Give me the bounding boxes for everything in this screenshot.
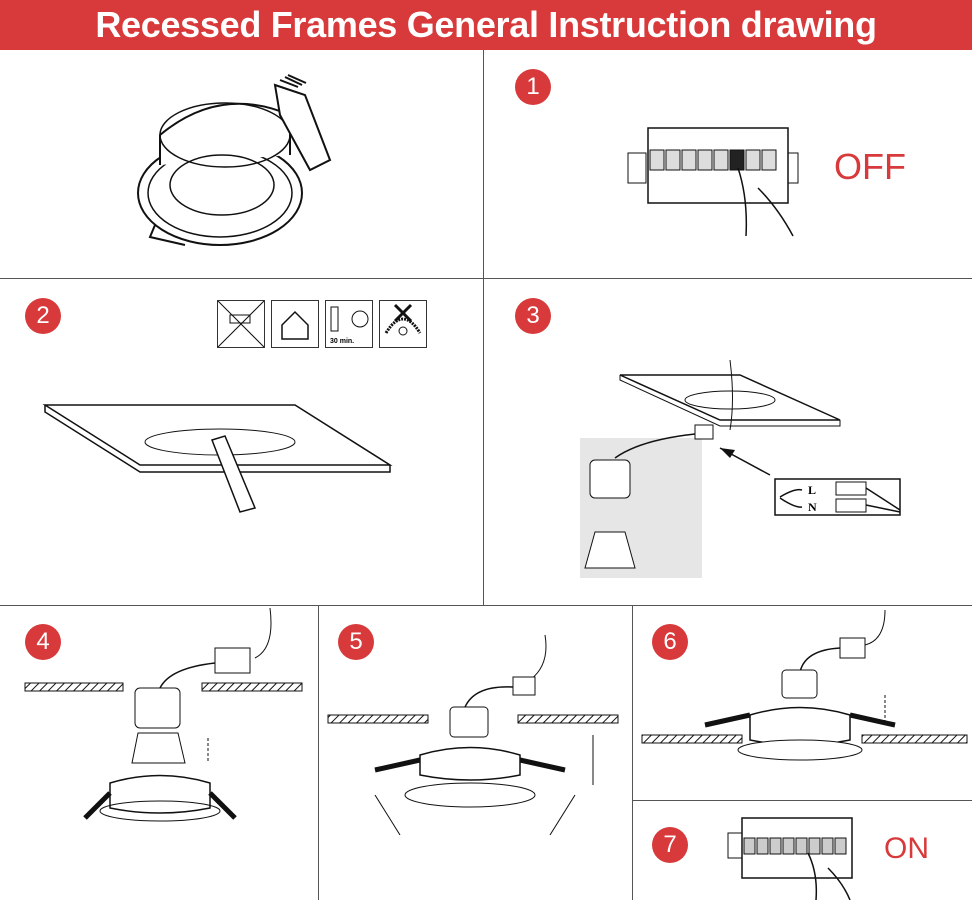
on-label: ON [884, 832, 929, 865]
step-number: 6 [652, 624, 688, 660]
step-number: 1 [515, 69, 551, 105]
spring-clip-insertion-illustration [327, 634, 619, 836]
divider [0, 605, 972, 606]
lamp-insertion-illustration [24, 607, 303, 822]
divider [632, 605, 633, 900]
divider [0, 278, 972, 279]
terminal-label-n: N [808, 500, 817, 514]
off-label: OFF [834, 146, 906, 187]
circuit-breaker-off-illustration [627, 127, 799, 237]
circuit-breaker-on-illustration [727, 817, 853, 900]
recessed-frame-illustration [137, 74, 332, 246]
ceiling-cutout-illustration [42, 404, 393, 513]
divider [318, 605, 319, 900]
terminal-label-l: L [808, 483, 816, 497]
step-number: 5 [338, 624, 374, 660]
step-number: 7 [652, 827, 688, 863]
step-number: 4 [25, 624, 61, 660]
no-insulation-cover-icon [379, 300, 427, 348]
indoor-house-icon [271, 300, 319, 348]
divider [632, 800, 972, 801]
step-number: 2 [25, 298, 61, 334]
step-number: 3 [515, 298, 551, 334]
wiring-illustration: L N [580, 359, 901, 578]
divider [483, 50, 484, 605]
page-title: Recessed Frames General Instruction draw… [0, 0, 972, 50]
installed-frame-illustration [641, 609, 968, 761]
no-drill-icon [217, 300, 265, 348]
safety-icons: 30 min. [217, 300, 427, 348]
switch-off-wait-30min-icon: 30 min. [325, 300, 373, 348]
